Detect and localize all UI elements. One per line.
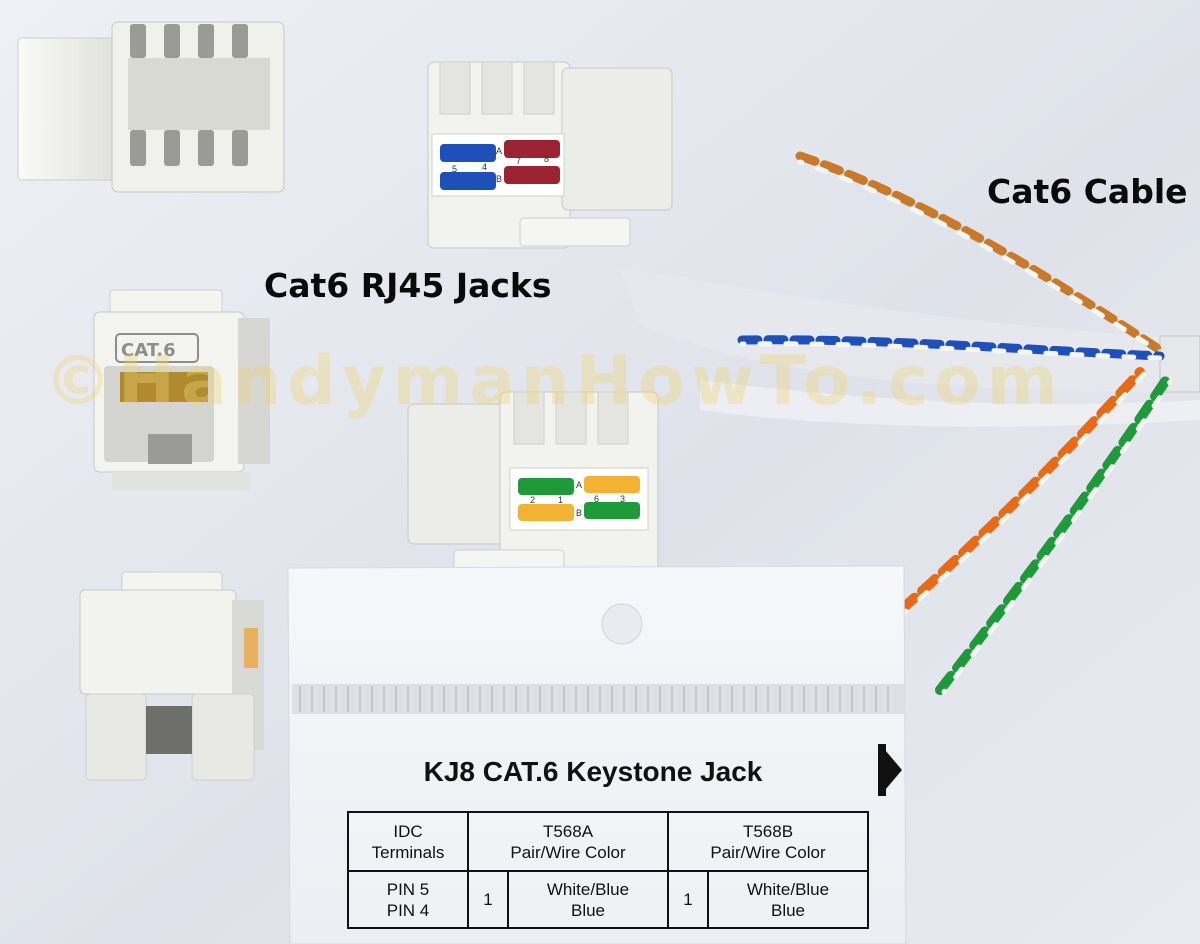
package-title: KJ8 CAT.6 Keystone Jack (423, 756, 763, 787)
header-idc-terminals: IDC Terminals (347, 811, 469, 872)
pin-label-top-1: 5 (452, 164, 457, 174)
jack-front-cat6 (93, 289, 270, 490)
jack-top-center (427, 61, 673, 249)
a-color-1: White/Blue (546, 879, 630, 899)
cable-jacket (620, 268, 1200, 427)
pin-label-top-2: 4 (482, 162, 487, 172)
caption-cat6-cable: Cat6 Cable (987, 172, 1188, 211)
cell-a-pair: 1 (467, 870, 509, 929)
cell-b-colors: White/Blue Blue (707, 870, 869, 929)
header-t568a-name: T568A (542, 821, 594, 841)
pin-label-bottom-3: 6 (594, 494, 599, 504)
cell-a-colors: White/Blue Blue (507, 870, 669, 929)
header-t568b: T568B Pair/Wire Color (667, 811, 869, 872)
label-b-top: B (496, 174, 502, 184)
idc-terminals-bottom (130, 130, 248, 166)
header-idc: IDC (393, 821, 423, 841)
wire-pair-brown-orange (795, 151, 1165, 355)
pin-label-top-3: 7 (516, 156, 521, 166)
color-code-label-568a (440, 140, 560, 190)
idc-terminals-top (130, 24, 248, 58)
color-code-label-568b (518, 476, 640, 521)
pin-label-top-4: 8 (544, 154, 549, 164)
cell-b-pair: 1 (667, 870, 709, 929)
label-a-top: A (496, 146, 502, 156)
b-color-2: Blue (770, 900, 806, 920)
watermark: ©HandymanHowTo.com (44, 342, 1064, 421)
pin-label-bottom-1: 2 (530, 495, 535, 505)
header-t568b-name: T568B (742, 821, 794, 841)
jack-center (407, 391, 659, 577)
cat6-badge: CAT.6 (121, 340, 176, 361)
wire-pair-blue (737, 335, 1165, 361)
jack-label-text: A B 5 4 7 8 A B 2 1 6 3 (452, 146, 625, 518)
a-color-2: Blue (570, 900, 606, 920)
table-header-row: IDC Terminals T568A Pair/Wire Color T568… (347, 811, 869, 872)
jack-bottom-left (79, 571, 264, 781)
cell-pins: PIN 5 PIN 4 (347, 870, 469, 929)
wire-pair-orange (875, 367, 1147, 633)
wire-pair-green (935, 375, 1173, 695)
pin-4: PIN 4 (386, 900, 430, 920)
label-b-bottom: B (576, 508, 582, 518)
pin-label-bottom-2: 1 (558, 495, 563, 505)
header-t568b-sub: Pair/Wire Color (710, 842, 826, 862)
wiring-table: IDC Terminals T568A Pair/Wire Color T568… (347, 811, 869, 929)
header-terminals: Terminals (371, 842, 445, 862)
pin-label-bottom-4: 3 (620, 494, 625, 504)
b-color-1: White/Blue (746, 879, 830, 899)
header-t568a-sub: Pair/Wire Color (510, 842, 626, 862)
label-a-bottom: A (576, 480, 582, 490)
table-row: PIN 5 PIN 4 1 White/Blue Blue 1 White/Bl… (347, 870, 869, 929)
caption-cat6-jacks: Cat6 RJ45 Jacks (264, 266, 552, 305)
header-t568a: T568A Pair/Wire Color (467, 811, 669, 872)
pin-5: PIN 5 (386, 879, 430, 899)
jack-top-left (17, 21, 285, 193)
